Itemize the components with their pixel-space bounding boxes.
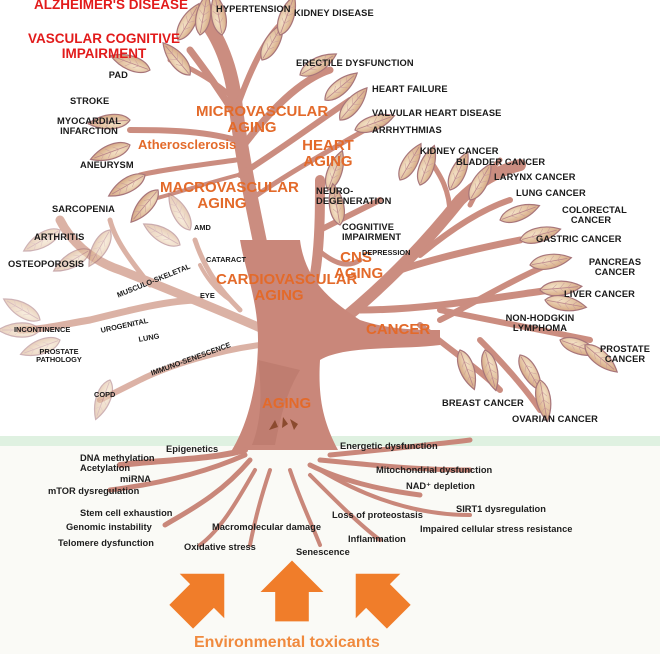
oxidative-stress-label: Oxidative stress — [184, 542, 256, 552]
non-hodgkin-lymphoma-label: NON-HODGKIN LYMPHOMA — [505, 313, 575, 334]
prostate-pathology-label: PROSTATE PATHOLOGY — [36, 347, 82, 364]
environmental-toxicants-label: Environmental toxicants — [194, 634, 380, 651]
trunk-shade — [252, 360, 300, 445]
acetylation-label: Acetylation — [80, 463, 131, 473]
microvascular-aging-label: MICROVASCULAR AGING — [196, 103, 329, 136]
neurodegeneration-label: NEURO-DEGENERATION — [316, 186, 392, 207]
myocardial-infarction-label: MYOCARDIAL INFARCTION — [56, 116, 121, 137]
colorectal-cancer-label: COLORECTAL CANCER — [562, 205, 627, 226]
bladder-cancer-label: BLADDER CANCER — [456, 157, 546, 167]
stroke-label: STROKE — [70, 96, 110, 106]
arrhythmias-label: ARRHYTHMIAS — [372, 125, 442, 135]
heart-failure-label: HEART FAILURE — [372, 84, 448, 94]
aneurysm-label: ANEURYSM — [80, 160, 134, 170]
cognitive-impairment-label: COGNITIVE IMPAIRMENT — [342, 222, 402, 243]
ovarian-cancer-label: OVARIAN CANCER — [512, 414, 598, 424]
inflammation-label: Inflammation — [348, 534, 406, 544]
cataract-label: CATARACT — [206, 255, 246, 264]
pad-label: PAD — [108, 70, 128, 80]
osteoporosis-label: OSTEOPOROSIS — [8, 259, 85, 269]
sirt1-dysregulation-label: SIRT1 dysregulation — [456, 504, 546, 514]
mirna-label: miRNA — [120, 474, 151, 484]
incontinence-label: INCONTINENCE — [14, 325, 71, 334]
telomere-dysfunction-label: Telomere dysfunction — [58, 538, 154, 548]
kidney-disease-label: KIDNEY DISEASE — [294, 8, 374, 18]
liver-cancer-label: LIVER CANCER — [564, 289, 635, 299]
dna-methylation-label: DNA methylation — [80, 453, 155, 463]
mtor-dysregulation-label: mTOR dysregulation — [48, 486, 140, 496]
sarcopenia-label: SARCOPENIA — [52, 204, 115, 214]
erectile-dysfunction-label: ERECTILE DYSFUNCTION — [296, 58, 414, 68]
trunk-arrows — [269, 417, 298, 430]
hypertension-label: HYPERTENSION — [216, 4, 291, 14]
kidney-cancer-label: KIDNEY CANCER — [420, 146, 499, 156]
soil-area — [0, 446, 660, 654]
larynx-cancer-label: LARYNX CANCER — [494, 172, 576, 182]
eye-label: EYE — [200, 291, 215, 300]
vascular-impairment-label: VASCULAR COGNITIVE IMPAIRMENT — [27, 31, 180, 61]
atherosclerosis-label: Atherosclerosis — [138, 137, 237, 152]
heart-aging-label: HEART AGING — [302, 137, 354, 170]
loss-of-proteostasis-label: Loss of proteostasis — [332, 510, 423, 520]
genomic-instability-label: Genomic instability — [66, 522, 152, 532]
depression-label: DEPRESSION — [362, 248, 411, 257]
amd-label: AMD — [194, 223, 211, 232]
cardiovascular-aging-label: CARDIOVASCULAR AGING — [216, 271, 358, 304]
lung-cancer-label: LUNG CANCER — [516, 188, 586, 198]
valvular-heart-disease-label: VALVULAR HEART DISEASE — [372, 108, 502, 118]
senescence-label: Senescence — [296, 547, 350, 557]
pancreas-cancer-label: PANCREAS CANCER — [588, 257, 642, 278]
epigenetics-label: Epigenetics — [166, 444, 219, 454]
copd-label: COPD — [94, 390, 116, 399]
energetic-dysfunction-label: Energetic dysfunction — [340, 441, 438, 451]
prostate-cancer-label: PROSTATE CANCER — [599, 344, 651, 365]
cns-aging-label: CNS AGING — [334, 249, 384, 282]
stem-cell-exhaustion-label: Stem cell exhaustion — [80, 508, 173, 518]
alzheimers-label: ALZHEIMER'S DISEASE — [34, 0, 188, 12]
aging-label: AGING — [262, 395, 312, 412]
cancer-label: CANCER — [366, 321, 431, 338]
arthritis-label: ARTHRITIS — [34, 232, 85, 242]
nad-depletion-label: NAD⁺ depletion — [406, 481, 475, 491]
macrovascular-aging-label: MACROVASCULAR AGING — [160, 179, 299, 212]
impaired-stress-resistance-label: Impaired cellular stress resistance — [420, 524, 573, 534]
gastric-cancer-label: GASTRIC CANCER — [536, 234, 622, 244]
breast-cancer-label: BREAST CANCER — [442, 398, 524, 408]
roots — [107, 437, 473, 547]
mitochondrial-dysfunction-label: Mitochondrial dysfunction — [376, 465, 493, 475]
macromolecular-damage-label: Macromolecular damage — [212, 522, 322, 532]
left-branches — [16, 215, 270, 403]
